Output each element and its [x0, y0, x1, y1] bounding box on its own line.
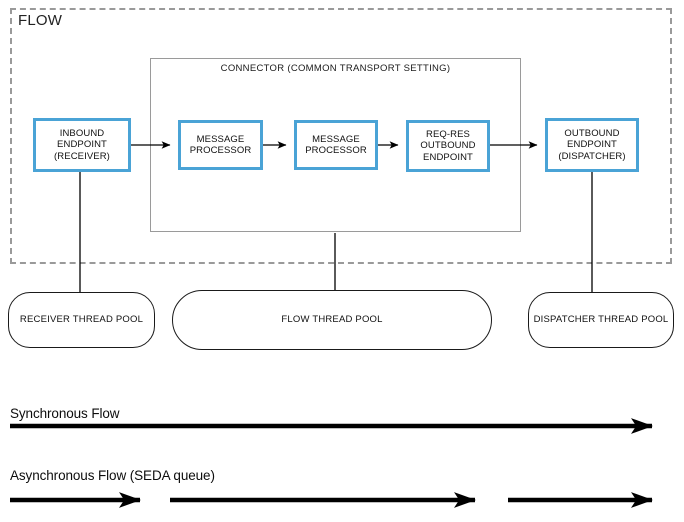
flow-container-label: FLOW: [18, 12, 63, 29]
node-message-processor-1-line-2: PROCESSOR: [189, 145, 252, 156]
pool-flow-thread-pool-line-1: FLOW: [281, 314, 310, 325]
pool-dispatcher-thread-pool-line-1: DISPATCHER: [533, 314, 596, 325]
node-req-res-outbound-endpoint-line-1: REQ-RES: [426, 128, 470, 140]
legend-label-synchronous-flow: Synchronous Flow: [10, 406, 120, 421]
node-inbound-endpoint-line-3: (RECEIVER): [54, 150, 110, 162]
flow-container: [10, 8, 672, 264]
node-message-processor-1-line-1: MESSAGE: [196, 133, 245, 145]
pool-dispatcher-thread-pool-line-2: THREAD POOL: [598, 314, 669, 325]
pool-dispatcher-thread-pool[interactable]: DISPATCHER THREAD POOL: [528, 292, 674, 348]
node-inbound-endpoint[interactable]: INBOUND ENDPOINT (RECEIVER): [33, 118, 131, 172]
node-req-res-outbound-endpoint-line-2: OUTBOUND: [420, 140, 476, 152]
pool-flow-thread-pool[interactable]: FLOW THREAD POOL: [172, 290, 492, 350]
pool-receiver-thread-pool[interactable]: RECEIVER THREAD POOL: [8, 292, 155, 348]
node-req-res-outbound-endpoint-line-3: ENDPOINT: [423, 151, 473, 163]
connector-title-line-2: (COMMON TRANSPORT SETTING): [287, 63, 451, 74]
node-message-processor-2[interactable]: MESSAGE PROCESSOR: [294, 120, 378, 170]
node-req-res-outbound-endpoint[interactable]: REQ-RES OUTBOUND ENDPOINT: [406, 120, 490, 172]
node-outbound-endpoint-line-1: OUTBOUND: [564, 127, 620, 139]
node-inbound-endpoint-line-2: ENDPOINT: [57, 139, 107, 151]
node-inbound-endpoint-line-1: INBOUND: [59, 127, 105, 139]
connector-title-line-1: CONNECTOR: [220, 63, 285, 74]
thread-pool-drop-lines: [79, 172, 593, 292]
pool-flow-thread-pool-line-2: THREAD POOL: [312, 314, 383, 325]
pool-receiver-thread-pool-line-2: THREAD POOL: [72, 314, 144, 325]
node-message-processor-1[interactable]: MESSAGE PROCESSOR: [178, 120, 263, 170]
node-outbound-endpoint-line-2: ENDPOINT: [567, 139, 617, 151]
node-message-processor-2-line-1: MESSAGE: [312, 133, 360, 145]
pool-receiver-thread-pool-line-1: RECEIVER: [19, 314, 71, 325]
node-outbound-endpoint-line-3: (DISPATCHER): [558, 150, 626, 162]
node-message-processor-2-line-2: PROCESSOR: [305, 145, 367, 156]
legend-label-asynchronous-flow: Asynchronous Flow (SEDA queue): [10, 468, 215, 483]
node-outbound-endpoint[interactable]: OUTBOUND ENDPOINT (DISPATCHER): [545, 118, 639, 172]
connector-title: CONNECTOR (COMMON TRANSPORT SETTING): [150, 63, 521, 75]
